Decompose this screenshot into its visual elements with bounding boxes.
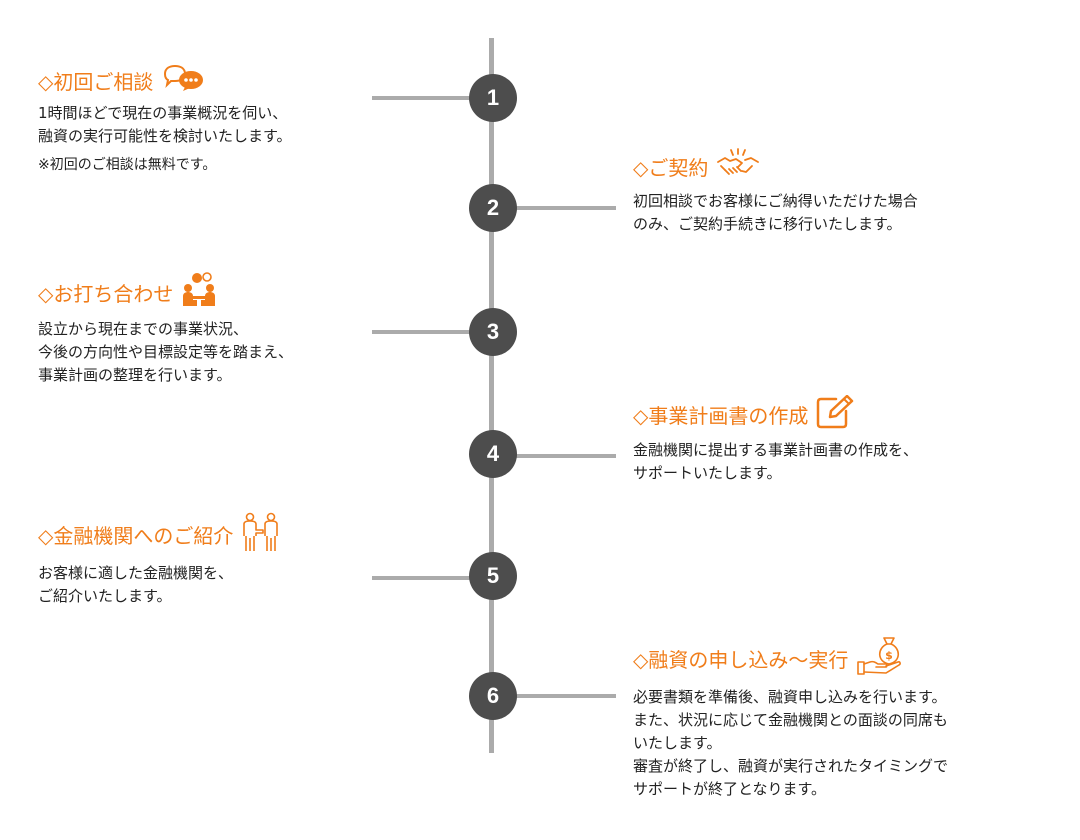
step-3-title: ◇お打ち合わせ — [38, 282, 174, 306]
step-3-text-line: 設立から現在までの事業状況、 — [38, 320, 249, 338]
step-2-title: ◇ご契約 — [633, 156, 709, 180]
introduction-icon — [241, 512, 281, 560]
edit-icon — [816, 394, 856, 437]
connector-5 — [372, 576, 492, 580]
step-2-text-line: 初回相談でお客様にご納得いただけた場合 — [633, 192, 918, 210]
step-5-text-line: ご紹介いたします。 — [38, 587, 172, 605]
step-2-header: ◇ご契約 — [633, 148, 918, 188]
step-4-header: ◇事業計画書の作成 — [633, 394, 918, 437]
step-5-text-line: お客様に適した金融機関を、 — [38, 564, 234, 582]
step-6-text-line: サポートが終了となります。 — [633, 780, 827, 798]
step-3: ◇お打ち合わせ 設立から現在までの事業状況、 今後の方向性や目標設定等を踏まえ、… — [38, 272, 293, 387]
step-6-title: ◇融資の申し込み〜実行 — [633, 648, 849, 672]
step-6: ◇融資の申し込み〜実行 $ 必要書類を準備後、融資申し込みを行います。 また、状… — [633, 636, 948, 801]
step-number-5: 5 — [469, 552, 517, 600]
money-bag-hand-icon: $ — [856, 636, 906, 684]
step-1-title: ◇初回ご相談 — [38, 70, 154, 94]
step-6-text-line: 必要書類を準備後、融資申し込みを行います。 — [633, 688, 947, 706]
svg-text:$: $ — [886, 649, 894, 662]
connector-4 — [492, 454, 616, 458]
connector-2 — [492, 206, 616, 210]
connector-3 — [372, 330, 492, 334]
step-number-6: 6 — [469, 672, 517, 720]
meeting-icon — [181, 272, 217, 316]
step-4-text-line: 金融機関に提出する事業計画書の作成を、 — [633, 441, 919, 459]
chat-bubbles-icon — [161, 64, 207, 100]
step-1-note: ※初回のご相談は無料です。 — [38, 157, 217, 173]
step-4-title: ◇事業計画書の作成 — [633, 404, 809, 428]
step-3-text-line: 事業計画の整理を行います。 — [38, 366, 232, 384]
step-5: ◇金融機関へのご紹介 お客様に適した金融機関を、 ご紹介いたします。 — [38, 512, 281, 608]
step-number-1: 1 — [469, 74, 517, 122]
step-1-text-line: 融資の実行可能性を検討いたします。 — [38, 127, 292, 145]
step-number-3: 3 — [469, 308, 517, 356]
step-2: ◇ご契約 初回相談でお客様にご納得いただけた場合 のみ、ご契約手続きに移行いたし… — [633, 148, 918, 236]
step-1-text-line: 1時間ほどで現在の事業概況を伺い、 — [38, 104, 288, 122]
step-6-text-line: また、状況に応じて金融機関との面談の同席も — [633, 711, 948, 729]
step-3-header: ◇お打ち合わせ — [38, 272, 293, 316]
connector-6 — [492, 694, 616, 698]
step-1: ◇初回ご相談 1時間ほどで現在の事業概況を伺い、 融資の実行可能性を検討いたしま… — [38, 64, 292, 177]
step-6-text-line: 審査が終了し、融資が実行されたタイミングで — [633, 757, 949, 775]
step-5-title: ◇金融機関へのご紹介 — [38, 524, 234, 548]
step-number-4: 4 — [469, 430, 517, 478]
step-5-header: ◇金融機関へのご紹介 — [38, 512, 281, 560]
step-3-text-line: 今後の方向性や目標設定等を踏まえ、 — [38, 343, 294, 361]
step-1-header: ◇初回ご相談 — [38, 64, 292, 100]
step-2-text-line: のみ、ご契約手続きに移行いたします。 — [633, 215, 902, 233]
step-6-text-line: いたします。 — [633, 734, 722, 752]
step-number-2: 2 — [469, 184, 517, 232]
connector-1 — [372, 96, 492, 100]
step-4-text-line: サポートいたします。 — [633, 464, 782, 482]
step-4: ◇事業計画書の作成 金融機関に提出する事業計画書の作成を、 サポートいたします。 — [633, 394, 919, 485]
timeline-line — [489, 38, 494, 753]
step-6-header: ◇融資の申し込み〜実行 $ — [633, 636, 948, 684]
handshake-icon — [716, 148, 760, 188]
